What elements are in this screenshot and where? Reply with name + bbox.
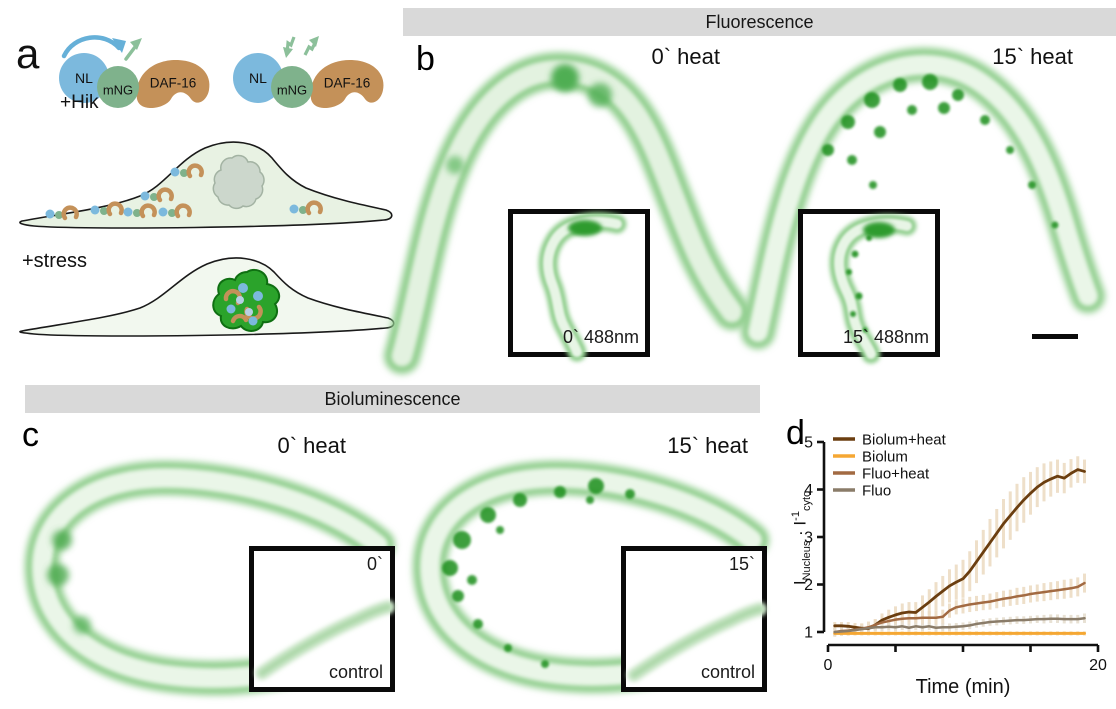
inset-control-label: control xyxy=(328,662,383,682)
panel-b-header: Fluorescence xyxy=(403,8,1116,36)
panel-c-time-right: 15` heat xyxy=(667,433,748,458)
mng-shape xyxy=(271,66,313,108)
inset-label: 0` 488nm xyxy=(562,327,639,347)
legend-label: Fluo+heat xyxy=(862,466,930,483)
cell-unstressed-diagram xyxy=(19,141,393,229)
mng-label-left: mNG xyxy=(102,82,134,98)
y-tick-label: 1 xyxy=(804,625,813,642)
legend-label: Fluo xyxy=(862,483,891,500)
x-tick-label: 20 xyxy=(1089,657,1107,674)
inset-worm-image xyxy=(829,214,917,364)
daf16-label-right: DAF-16 xyxy=(323,75,371,91)
construct-left-diagram xyxy=(59,35,210,109)
cell-stressed-diagram xyxy=(19,257,395,337)
legend-label: Biolum xyxy=(862,449,908,466)
y-tick-label: 4 xyxy=(804,482,813,499)
inset-worm-image xyxy=(627,602,767,682)
cell-outline xyxy=(19,141,393,229)
daf16-shape xyxy=(136,59,210,109)
nl-label-left: NL xyxy=(75,70,93,86)
panel-d-label: d xyxy=(786,414,805,452)
nucleus-shape xyxy=(212,154,265,210)
y-tick-label: 5 xyxy=(804,435,813,452)
reporter-molecules xyxy=(45,163,323,221)
series-line-Fluo+heat xyxy=(833,581,1086,634)
cell-outline xyxy=(19,257,395,337)
worm-fluorescence-15min xyxy=(741,47,1105,349)
stressed-nucleus-shape xyxy=(212,268,281,332)
mng-shape xyxy=(97,66,139,108)
inset-worm-image xyxy=(255,600,395,680)
emission-arrowhead-icon xyxy=(309,36,319,47)
nl-shape xyxy=(59,53,109,103)
stress-annotation: +stress xyxy=(22,250,88,272)
mng-label-right: mNG xyxy=(276,82,308,98)
x-tick-label: 0 xyxy=(824,657,833,674)
inset-time-label: 0` xyxy=(366,554,383,574)
panel-a-label: a xyxy=(16,30,40,77)
worm-fluorescence-0min xyxy=(384,52,750,374)
bret-arrow-icon xyxy=(61,35,122,59)
inset-bioluminescence-0min-control: 0` control xyxy=(249,546,395,692)
daf16-shape xyxy=(310,59,384,109)
aggregated-molecules xyxy=(223,283,263,326)
daf16-label-left: DAF-16 xyxy=(149,75,197,91)
inset-control-label: control xyxy=(700,662,755,682)
nuclear-foci xyxy=(822,74,1059,229)
construct-right-diagram xyxy=(233,36,384,109)
emission-arrowhead-icon xyxy=(130,38,142,50)
inset-time-label: 15` xyxy=(728,554,755,574)
scale-bar xyxy=(1032,334,1078,339)
inset-fluorescence-15min: 15` 488nm xyxy=(798,209,940,364)
legend-label: Biolum+heat xyxy=(862,432,947,449)
inset-label: 15` 488nm xyxy=(842,327,929,347)
inset-bioluminescence-15min-control: 15` control xyxy=(621,546,767,692)
nl-label-right: NL xyxy=(249,70,267,86)
panel-b-label: b xyxy=(416,40,435,78)
nuclear-foci xyxy=(442,478,635,668)
hik-annotation: +Hik xyxy=(60,92,99,113)
panel-c-label: c xyxy=(22,416,39,454)
y-tick-label: 3 xyxy=(804,530,813,547)
excitation-arrowhead-icon xyxy=(283,47,293,58)
y-axis-label: INucleus · I-1cyto xyxy=(790,490,814,586)
panel-b-time-right: 15` heat xyxy=(992,44,1073,69)
panel-b-time-left: 0` heat xyxy=(651,44,721,69)
series-line-Fluo xyxy=(833,616,1086,634)
panel-c-time-left: 0` heat xyxy=(277,433,347,458)
inset-worm-image xyxy=(538,212,627,362)
x-axis-label: Time (min) xyxy=(916,676,1011,698)
inset-fluorescence-0min: 0` 488nm xyxy=(508,209,650,362)
bret-arrowhead-icon xyxy=(112,38,126,53)
panel-c-header: Bioluminescence xyxy=(25,385,760,413)
worm-bioluminescence-0min xyxy=(25,460,395,695)
y-tick-label: 2 xyxy=(804,577,813,594)
nl-shape xyxy=(233,53,283,103)
